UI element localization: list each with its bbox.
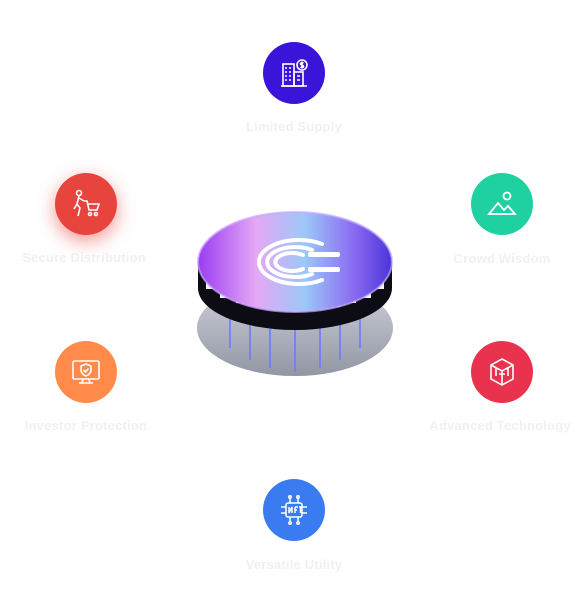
feature-label: Advanced Technology — [429, 418, 571, 433]
feature-advanced-technology: Advanced Technology — [400, 341, 586, 461]
feature-label: Crowd Wisdom — [453, 251, 551, 266]
person-cart-icon — [55, 173, 117, 235]
features-diagram: Limited Supply Crowd Wisdom Advanced Tec… — [0, 42, 586, 572]
building-dollar-icon — [263, 42, 325, 104]
feature-limited-supply: Limited Supply — [193, 42, 393, 162]
coin-logo-icon — [190, 200, 400, 385]
landscape-image-icon — [471, 173, 533, 235]
feature-label: Limited Supply — [246, 119, 342, 134]
nft-chip-icon — [263, 479, 325, 541]
hexagon-tech-icon — [471, 341, 533, 403]
feature-label: Secure Distribution — [22, 250, 146, 265]
feature-investor-protection: Investor Protection — [0, 341, 186, 461]
feature-label: Investor Protection — [24, 418, 148, 433]
feature-secure-distribution: Secure Distribution — [0, 173, 184, 293]
feature-crowd-wisdom: Crowd Wisdom — [402, 173, 586, 293]
monitor-shield-icon — [55, 341, 117, 403]
feature-label: Versatile Utility — [245, 557, 343, 572]
feature-versatile-utility: Versatile Utility — [193, 479, 393, 599]
